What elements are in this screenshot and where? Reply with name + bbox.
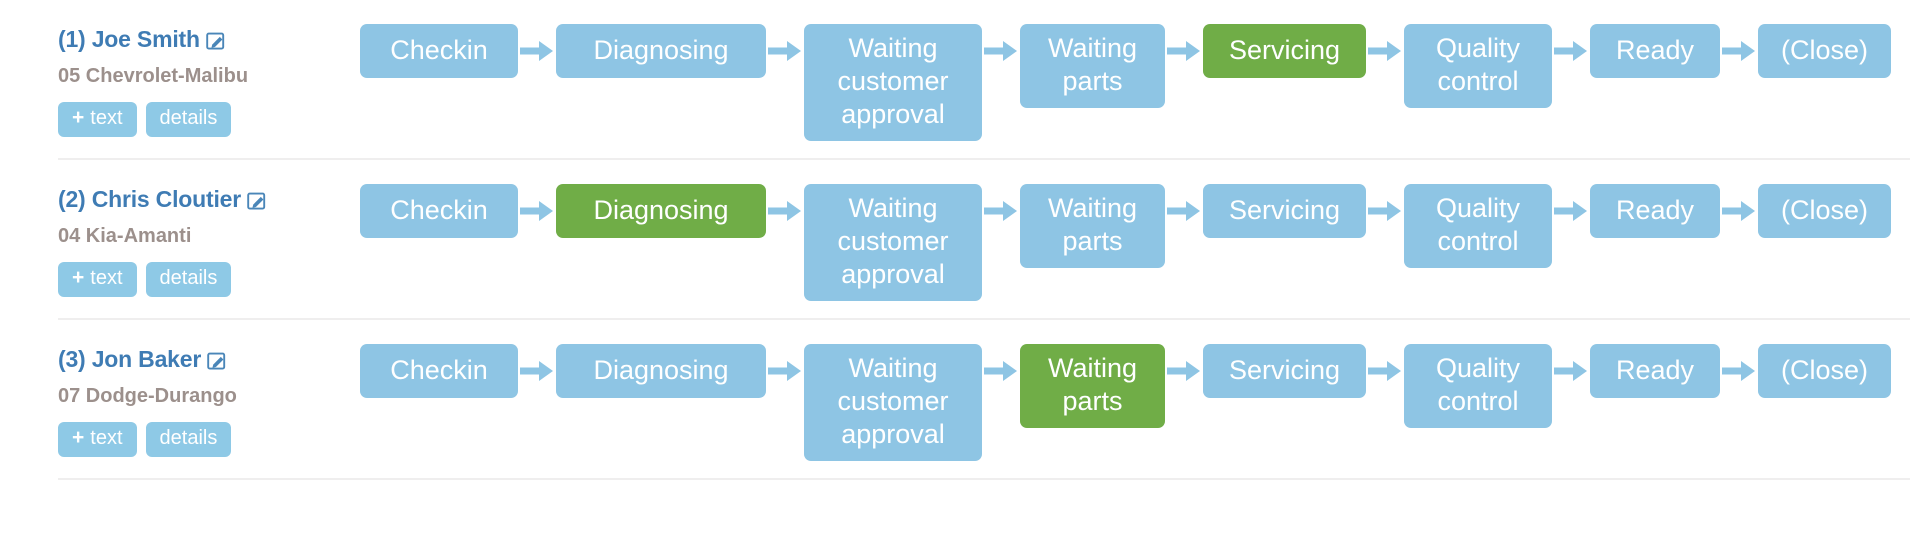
stage-close[interactable]: (Close) [1758, 184, 1891, 238]
stage-diagnosing[interactable]: Diagnosing [556, 184, 766, 238]
stage-waiting_parts[interactable]: Waiting parts [1020, 184, 1165, 268]
arrow-right-icon [1366, 344, 1404, 398]
vehicle-label: 07 Dodge-Durango [58, 385, 237, 407]
add-text-label: text [90, 267, 123, 289]
stage-close[interactable]: (Close) [1758, 344, 1891, 398]
stage-waiting_customer_approval[interactable]: Waiting customer approval [804, 344, 982, 461]
arrow-right-icon [982, 184, 1020, 238]
customer-name-link[interactable]: (3) Jon Baker [58, 346, 202, 372]
arrow-right-icon [766, 184, 804, 238]
arrow-right-icon [1165, 24, 1203, 78]
stage-checkin[interactable]: Checkin [360, 24, 518, 78]
arrow-right-icon [982, 344, 1020, 398]
details-label: details [159, 427, 218, 449]
stage-checkin[interactable]: Checkin [360, 184, 518, 238]
arrow-right-icon [518, 344, 556, 398]
arrow-right-icon [1366, 184, 1404, 238]
stage-ready[interactable]: Ready [1590, 24, 1720, 78]
customer-name-link[interactable]: (1) Joe Smith [58, 26, 200, 52]
workorder-row: (1) Joe Smith 05 Chevrolet-Malibu +text det… [0, 0, 1920, 160]
stage-servicing[interactable]: Servicing [1203, 344, 1366, 398]
arrow-right-icon [1720, 184, 1758, 238]
arrow-right-icon [1165, 184, 1203, 238]
add-text-button[interactable]: +text [58, 102, 137, 137]
stage-waiting_customer_approval[interactable]: Waiting customer approval [804, 184, 982, 301]
customer-name-line: (3) Jon Baker [58, 348, 360, 371]
details-label: details [159, 107, 218, 129]
arrow-right-icon [766, 24, 804, 78]
arrow-right-icon [1552, 184, 1590, 238]
workorder-info-panel: (3) Jon Baker 07 Dodge-Durango +text detail… [0, 320, 360, 457]
stage-diagnosing[interactable]: Diagnosing [556, 24, 766, 78]
customer-name-line: (2) Chris Cloutier [58, 188, 360, 211]
plus-icon: + [72, 426, 85, 449]
customer-name-link[interactable]: (2) Chris Cloutier [58, 186, 241, 212]
stage-waiting_parts[interactable]: Waiting parts [1020, 344, 1165, 428]
arrow-right-icon [1552, 24, 1590, 78]
add-text-label: text [90, 427, 123, 449]
stage-close[interactable]: (Close) [1758, 24, 1891, 78]
arrow-right-icon [1366, 24, 1404, 78]
arrow-right-icon [1720, 24, 1758, 78]
stage-quality_control[interactable]: Quality control [1404, 24, 1552, 108]
arrow-right-icon [518, 24, 556, 78]
status-pipeline: Checkin Diagnosing Waiting customer approv… [360, 160, 1920, 301]
row-separator [58, 318, 1910, 320]
stage-quality_control[interactable]: Quality control [1404, 344, 1552, 428]
stage-waiting_customer_approval[interactable]: Waiting customer approval [804, 24, 982, 141]
stage-waiting_parts[interactable]: Waiting parts [1020, 24, 1165, 108]
workorder-row: (3) Jon Baker 07 Dodge-Durango +text detail… [0, 320, 1920, 480]
stage-ready[interactable]: Ready [1590, 344, 1720, 398]
plus-icon: + [72, 106, 85, 129]
row-action-buttons: +text details [58, 262, 360, 297]
details-button[interactable]: details [145, 102, 232, 137]
vehicle-label: 04 Kia-Amanti [58, 225, 192, 247]
add-text-button[interactable]: +text [58, 422, 137, 457]
row-action-buttons: +text details [58, 422, 360, 457]
vehicle-label: 05 Chevrolet-Malibu [58, 65, 249, 87]
arrow-right-icon [1552, 344, 1590, 398]
stage-diagnosing[interactable]: Diagnosing [556, 344, 766, 398]
edit-pencil-icon[interactable] [206, 31, 226, 51]
arrow-right-icon [766, 344, 804, 398]
arrow-right-icon [982, 24, 1020, 78]
workorder-info-panel: (1) Joe Smith 05 Chevrolet-Malibu +text det… [0, 0, 360, 137]
add-text-button[interactable]: +text [58, 262, 137, 297]
status-pipeline: Checkin Diagnosing Waiting customer approv… [360, 320, 1920, 461]
edit-pencil-icon[interactable] [207, 351, 227, 371]
customer-name-line: (1) Joe Smith [58, 28, 360, 51]
row-separator [58, 478, 1910, 480]
arrow-right-icon [518, 184, 556, 238]
plus-icon: + [72, 266, 85, 289]
row-action-buttons: +text details [58, 102, 360, 137]
status-pipeline: Checkin Diagnosing Waiting customer approv… [360, 0, 1920, 141]
details-button[interactable]: details [145, 422, 232, 457]
stage-quality_control[interactable]: Quality control [1404, 184, 1552, 268]
row-separator [58, 158, 1910, 160]
add-text-label: text [90, 107, 123, 129]
arrow-right-icon [1720, 344, 1758, 398]
workorder-row: (2) Chris Cloutier 04 Kia-Amanti +text deta… [0, 160, 1920, 320]
workorder-info-panel: (2) Chris Cloutier 04 Kia-Amanti +text deta… [0, 160, 360, 297]
details-label: details [159, 267, 218, 289]
stage-servicing[interactable]: Servicing [1203, 24, 1366, 78]
stage-ready[interactable]: Ready [1590, 184, 1720, 238]
edit-pencil-icon[interactable] [247, 191, 267, 211]
details-button[interactable]: details [145, 262, 232, 297]
arrow-right-icon [1165, 344, 1203, 398]
stage-checkin[interactable]: Checkin [360, 344, 518, 398]
stage-servicing[interactable]: Servicing [1203, 184, 1366, 238]
